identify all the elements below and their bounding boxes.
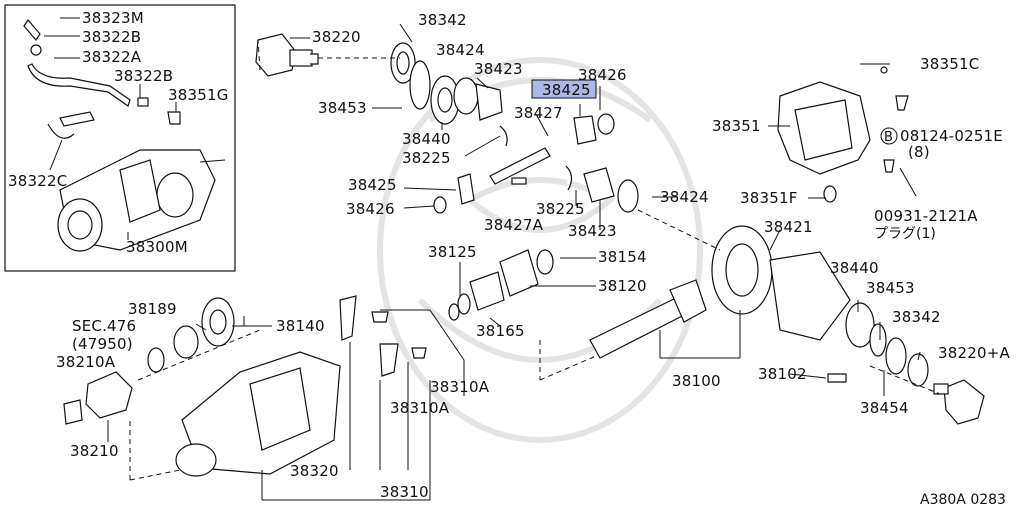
label-38426-mid[interactable]: 38426 [346,200,395,218]
label-38220A[interactable]: 38220+A [938,344,1010,362]
label-38225-b[interactable]: 38225 [536,200,585,218]
label-38453-left[interactable]: 38453 [318,99,367,117]
companion-flange-top [255,33,319,77]
label-38125[interactable]: 38125 [428,243,477,261]
label-38154[interactable]: 38154 [598,248,647,266]
label-sec-sub: (47950) [72,335,133,353]
label-bolt-qty: (8) [908,143,930,161]
label-plug-text: プラグ(1) [874,226,936,242]
label-38165[interactable]: 38165 [476,322,525,340]
label-38440-left[interactable]: 38440 [402,130,451,148]
label-38322A[interactable]: 38322A [82,48,142,66]
label-38427[interactable]: 38427 [514,104,563,122]
label-38100[interactable]: 38100 [672,372,721,390]
bolt-circle-icon [880,127,898,145]
label-38351F[interactable]: 38351F [740,189,798,207]
label-38310A-a[interactable]: 38310A [430,378,490,396]
label-38351G[interactable]: 38351G [168,86,229,104]
label-38320[interactable]: 38320 [290,462,339,480]
rear-cover [777,66,909,203]
carrier-housing-inset [57,149,226,252]
label-38454[interactable]: 38454 [860,399,909,417]
label-38440-right[interactable]: 38440 [830,259,879,277]
label-38322C[interactable]: 38322C [8,172,67,190]
label-38425-mid[interactable]: 38425 [348,176,397,194]
label-38225-a[interactable]: 38225 [402,149,451,167]
label-38310A-b[interactable]: 38310A [390,399,450,417]
label-sec-ref[interactable]: SEC.476 [72,317,136,335]
label-38102[interactable]: 38102 [758,365,807,383]
label-38210[interactable]: 38210 [70,442,119,460]
side-gear-top [453,77,503,121]
label-38425-highlighted[interactable]: 38425 [542,81,591,99]
pinion-shaft [489,147,551,185]
bearing-top [390,42,416,84]
carrier-housing [175,295,427,477]
label-38323M[interactable]: 38323M [82,9,144,27]
pinion-gear-center [573,113,615,145]
label-38351[interactable]: 38351 [712,117,761,135]
label-38120[interactable]: 38120 [598,277,647,295]
highlight-box [531,79,597,99]
bolt-circle-letter: B [884,130,893,145]
shim-left [409,60,431,110]
front-pinion-bearing [147,297,235,373]
label-38322B-b[interactable]: 38322B [114,67,173,85]
snap-ring-a [499,125,508,147]
snap-ring-b [565,165,573,191]
drive-pinion [589,279,707,359]
front-flange [63,371,133,425]
breather-hose [23,19,181,139]
label-38426-top[interactable]: 38426 [578,66,627,84]
label-bolt-code[interactable]: 08124-0251E [900,127,1003,145]
label-38322B-a[interactable]: 38322B [82,28,141,46]
label-38423-mid[interactable]: 38423 [568,222,617,240]
leader-lines [44,17,941,501]
label-38342-right[interactable]: 38342 [892,308,941,326]
label-38453-right[interactable]: 38453 [866,279,915,297]
companion-flange-right [933,379,985,425]
figure-code: A380A 0283 [920,492,1006,508]
label-38351C[interactable]: 38351C [920,55,979,73]
inset-frame [4,4,236,272]
label-plug-code[interactable]: 00931-2121A [874,207,978,225]
label-38300M[interactable]: 38300M [126,238,188,256]
lock-pin [511,177,527,185]
label-38424-mid[interactable]: 38424 [660,188,709,206]
label-38421[interactable]: 38421 [764,218,813,236]
label-38210A[interactable]: 38210A [56,353,116,371]
label-38424-top[interactable]: 38424 [436,41,485,59]
ring-gear-assembly [711,225,929,387]
side-gear-mid [583,167,639,213]
bolt-38102 [827,373,847,383]
label-38342-top[interactable]: 38342 [418,11,467,29]
label-38427A[interactable]: 38427A [484,216,544,234]
label-38310[interactable]: 38310 [380,483,429,501]
pinion-gear-mid [433,173,475,214]
label-38189[interactable]: 38189 [128,300,177,318]
label-38140[interactable]: 38140 [276,317,325,335]
pinion-bearing-set [448,249,554,321]
part-labels: 38323M 38322B 38322A 38322B 38351G 38322… [8,9,1010,508]
label-38423-top[interactable]: 38423 [474,60,523,78]
label-38220[interactable]: 38220 [312,28,361,46]
